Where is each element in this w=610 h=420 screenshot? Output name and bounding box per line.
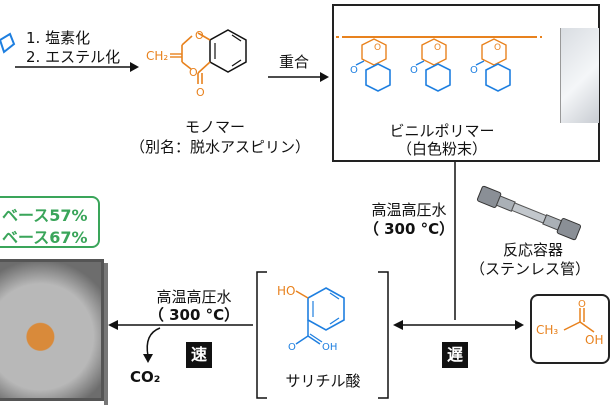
step-chlorination: 1. 塩素化: [26, 29, 91, 47]
step-esterification: 2. エステル化: [26, 48, 121, 66]
repeat-unit-2: [415, 38, 451, 92]
salicylic-acid-bracket: [256, 271, 389, 399]
hot-water-left-label: 高温高圧水: [156, 288, 232, 306]
polymer-name: ビニルポリマー: [389, 122, 495, 140]
salicylic-acid-name: サリチル酸: [285, 372, 361, 390]
acetic-acid-box: [530, 294, 610, 364]
polymer-structure: O O O O O O: [336, 36, 542, 92]
yield-line-2: ベース67%: [2, 228, 88, 247]
hot-water-vertical-label: 高温高圧水: [371, 201, 447, 219]
yield-line-1: ベース57%: [2, 206, 88, 225]
svg-text:O: O: [578, 299, 586, 310]
product-photo: [0, 259, 104, 401]
starting-material-icon: [0, 30, 20, 70]
svg-text:O: O: [470, 65, 478, 76]
svg-text:O: O: [189, 66, 198, 79]
photo-shadow: [104, 263, 108, 405]
hot-water-left-temp: （ 300 °C）: [148, 306, 240, 324]
monomer-name: モノマー: [184, 118, 245, 136]
synthesis-arrow: [15, 62, 139, 72]
salicylic-ho-label: HO: [277, 284, 296, 298]
monomer-structure: O O O: [170, 29, 247, 99]
repeat-unit-3: [475, 38, 511, 92]
svg-text:O: O: [196, 86, 205, 99]
white-powder-photo: [560, 28, 599, 123]
co2-curved-arrow: [143, 327, 161, 363]
left-arrow: [108, 320, 253, 330]
polymer-box: [332, 4, 600, 162]
svg-text:OH: OH: [322, 342, 337, 353]
reactor-tube-icon: [476, 185, 582, 241]
monomer-alias: （別名：脱水アスピリン）: [130, 138, 311, 156]
svg-text:O: O: [434, 43, 441, 53]
acetic-oh-label: OH: [585, 333, 604, 347]
vertical-connector: [454, 162, 456, 320]
hot-water-vertical-temp: （ 300 °C）: [363, 220, 455, 238]
right-arrow-line: [393, 320, 524, 330]
reactor-name: 反応容器: [502, 241, 563, 259]
polymer-appearance: （白色粉末）: [396, 140, 487, 158]
polymerization-label: 重合: [279, 53, 310, 71]
acetic-acid-structure: O: [563, 299, 595, 333]
salicylic-acid-structure: O OH: [288, 287, 345, 353]
polymerization-arrow: [268, 72, 329, 82]
co2-label: CO₂: [130, 368, 161, 386]
slow-badge: 遅: [442, 342, 468, 368]
svg-text:O: O: [195, 29, 204, 42]
fast-badge: 速: [186, 342, 212, 368]
svg-text:O: O: [494, 43, 501, 53]
svg-text:O: O: [410, 65, 418, 76]
yield-box: [0, 196, 100, 248]
acetic-ch3-label: CH₃: [536, 323, 559, 337]
reactor-material: （ステンレス管）: [469, 260, 590, 278]
monomer-ch2-label: CH₂: [146, 49, 169, 63]
svg-text:O: O: [350, 65, 358, 76]
repeat-unit-1: [355, 38, 391, 92]
svg-text:O: O: [288, 342, 296, 353]
svg-text:O: O: [374, 43, 381, 53]
